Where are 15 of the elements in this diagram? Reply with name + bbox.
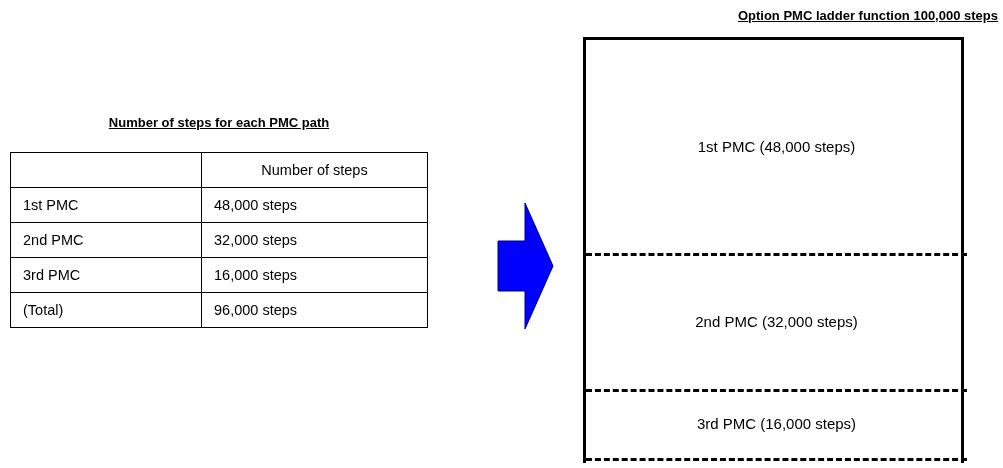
table-cell: (Total) <box>10 292 202 328</box>
table-cell: 1st PMC <box>10 187 202 223</box>
table-cell: 3rd PMC <box>10 257 202 293</box>
section-label: 3rd PMC (16,000 steps) <box>696 415 857 432</box>
table-cell: 16,000 steps <box>201 257 428 293</box>
section-label: 1st PMC (48,000 steps) <box>697 138 856 155</box>
section-label: 2nd PMC (32,000 steps) <box>695 312 858 330</box>
heading: Number of steps for each PMC path <box>107 115 331 130</box>
table-cell: Number of steps <box>201 152 428 188</box>
table-cell: 32,000 steps <box>201 222 428 258</box>
table-cell: 96,000 steps <box>201 292 428 328</box>
heading: Option PMC ladder function 100,000 steps <box>737 8 998 23</box>
table-cell: 48,000 steps <box>201 187 428 223</box>
table-cell: 2nd PMC <box>10 222 202 258</box>
block-arrow <box>497 202 554 330</box>
